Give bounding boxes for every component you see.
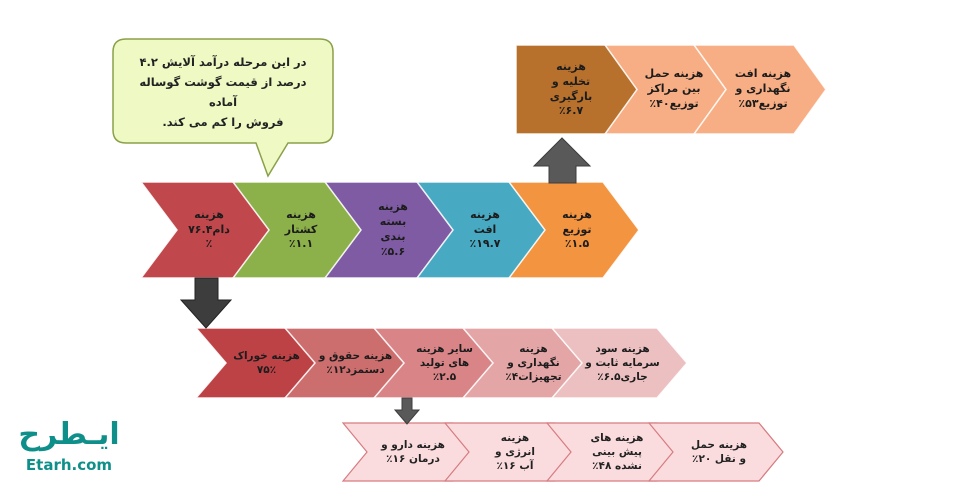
down-arrow-icon: [179, 277, 233, 329]
other-cost-label-line: هزینه حمل: [690, 438, 748, 451]
other-cost-chevron: هزینه دارو و درمان ۱۶٪: [341, 422, 478, 482]
callout-line: در این مرحله درآمد آلایش ۴.۲: [139, 55, 307, 69]
distribution-cost-chevron-shape: [692, 44, 827, 135]
small-down-arrow-icon: [393, 397, 421, 425]
livestock-cost-label-line: ۷۵٪: [256, 364, 277, 376]
distribution-cost-label-line: بارگیری: [549, 89, 593, 103]
other-cost-label-line: نشده ۴۸٪: [592, 460, 642, 473]
main-cost-label-line: ٪۵.۶: [380, 244, 406, 258]
livestock-cost-label: هزینه خوراک ۷۵٪: [228, 328, 305, 398]
callout-text: در این مرحله درآمد آلایش ۴.۲ درصد از قیم…: [124, 52, 322, 133]
main-cost-label-line: کشتار: [284, 222, 318, 236]
main-cost-label-line: ٪: [205, 237, 213, 251]
main-cost-label-line: هزینه: [378, 200, 408, 214]
other-cost-chevron: هزینه حمل و نقل ۲۰٪: [647, 422, 784, 482]
distribution-cost-label-line: هزینه حمل: [644, 67, 704, 81]
main-cost-label-line: هزینه: [286, 207, 316, 221]
logo-persian-text: ایـطرح: [18, 417, 120, 452]
distribution-cost-label-line: ٪۶.۷: [558, 104, 584, 118]
livestock-cost-label-line: هزینه حقوق و: [318, 349, 393, 362]
other-cost-label: هزینه حمل و نقل ۲۰٪: [675, 423, 763, 481]
livestock-cost-chevron: هزینه خوراک ۷۵٪: [194, 327, 332, 399]
distribution-cost-label-line: توزیع۵۳٪: [738, 96, 788, 110]
distribution-cost-label-line: نگهداری و: [735, 82, 791, 96]
main-cost-label-line: ٪۱.۱: [288, 237, 314, 251]
livestock-cost-label-line: های تولید: [419, 356, 470, 369]
main-cost-label-line: هزینه: [194, 207, 224, 221]
distribution-cost-label-line: هزینه افت: [734, 67, 792, 81]
main-cost-label-line: بسته: [379, 215, 407, 229]
livestock-cost-label-line: سایر هزینه: [416, 342, 473, 355]
other-cost-label-line: هزینه: [500, 431, 530, 444]
other-cost-label-line: پیش بینی: [592, 445, 642, 458]
main-cost-label-line: بندی: [380, 230, 406, 243]
livestock-cost-label-line: هزینه: [519, 342, 548, 355]
other-cost-label-line: هزینه دارو و: [381, 438, 445, 451]
livestock-cost-label-line: دستمزد۱۲٪: [326, 364, 385, 376]
other-cost-label-line: هزینه های: [590, 431, 644, 444]
livestock-cost-label-line: نگهداری و: [507, 356, 560, 369]
livestock-cost-label-line: هزینه خوراک: [233, 349, 300, 362]
livestock-cost-label-line: هزینه سود: [595, 342, 650, 355]
up-arrow-icon: [532, 137, 592, 184]
distribution-cost-label-line: هزینه: [556, 59, 586, 73]
distribution-cost-label-line: توزیع۴۰٪: [649, 96, 699, 110]
other-cost-label-line: آب ۱۶٪: [496, 460, 534, 473]
other-cost-label: هزینه دارو و درمان ۱۶٪: [369, 423, 457, 481]
main-cost-label-line: هزینه: [562, 207, 592, 221]
callout-line: درصد از قیمت گوشت گوساله آماده: [139, 75, 307, 110]
etarh-logo: ایـطرح Etarh.com: [14, 418, 124, 478]
main-cost-label-line: افت: [473, 222, 497, 236]
distribution-cost-label-line: تخلیه و: [551, 74, 591, 88]
main-cost-label-line: توزیع: [562, 222, 592, 236]
distribution-cost-label-line: بین مراکز: [647, 82, 701, 96]
main-cost-label-line: ٪۱۹.۷: [469, 237, 501, 251]
callout-line: فروش را کم می کند.: [162, 115, 284, 130]
main-cost-label-line: ٪۱.۵: [564, 237, 590, 251]
other-cost-label-line: انرژی و: [495, 445, 535, 458]
other-cost-label-line: و نقل ۲۰٪: [692, 453, 746, 465]
livestock-cost-label-line: سرمایه ثابت و: [585, 356, 660, 369]
main-cost-label-line: هزینه: [470, 207, 500, 221]
livestock-cost-label-line: جاری۶.۵٪: [597, 371, 648, 384]
livestock-cost-label-line: ٪۲.۵: [432, 371, 457, 384]
livestock-cost-chevron-shape: [550, 327, 688, 399]
main-cost-chevron-shape: [507, 181, 640, 279]
other-cost-chevron-shape: [647, 422, 784, 482]
logo-latin-text: Etarh.com: [25, 456, 113, 474]
callout-bubble: در این مرحله درآمد آلایش ۴.۲ درصد از قیم…: [112, 38, 334, 178]
main-cost-label-line: دام۷۶.۴: [188, 222, 230, 236]
livestock-cost-label: هزینه حقوق و دستمزد۱۲٪: [317, 328, 394, 398]
livestock-cost-label-line: تجهیزات۴٪: [505, 371, 562, 384]
callout-shape: [112, 38, 334, 178]
other-cost-label-line: درمان ۱۶٪: [386, 453, 440, 465]
